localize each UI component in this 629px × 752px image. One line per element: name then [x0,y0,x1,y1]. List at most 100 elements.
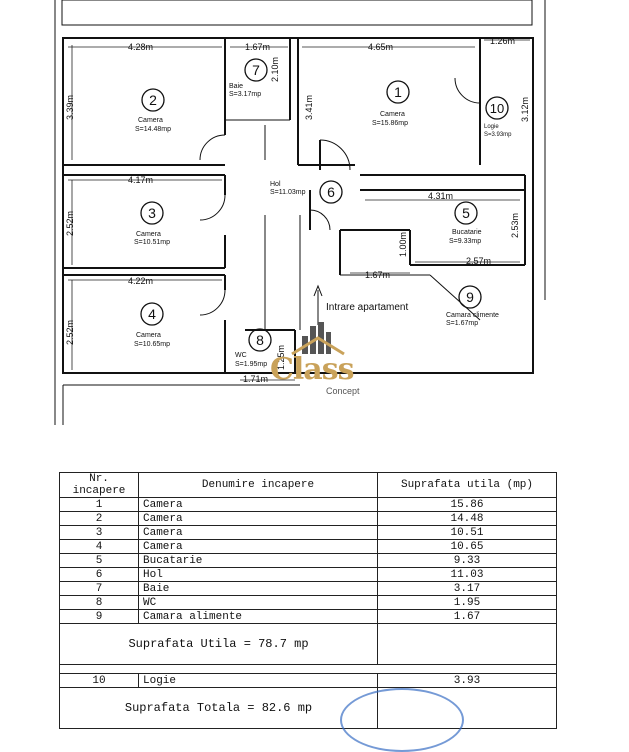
svg-text:4.22m: 4.22m [128,276,153,286]
cell-name: Baie [138,581,378,596]
svg-text:2: 2 [149,92,157,108]
grand-total: Suprafata Totala = 82.6 mp [59,687,378,729]
cell-nr: 2 [59,511,139,526]
svg-text:Camera: Camera [136,231,161,238]
svg-text:S=10.65mp: S=10.65mp [134,341,170,348]
svg-text:10: 10 [490,101,504,116]
svg-text:1.00m: 1.00m [398,232,408,257]
cell-area: 1.67 [377,609,557,624]
svg-text:1.26m: 1.26m [490,36,515,46]
cell-name: Camera [138,511,378,526]
cell-area: 3.93 [377,673,557,688]
header-area: Suprafata utila (mp) [377,472,557,498]
cell-area: 10.51 [377,525,557,540]
svg-text:2.53m: 2.53m [510,213,520,238]
cell-nr: 9 [59,609,139,624]
cell-name: Camara alimente [138,609,378,624]
room-4: 4 Camera S=10.65mp [134,302,170,348]
cell-area: 14.48 [377,511,557,526]
entrance-label: Intrare apartament [326,302,408,313]
svg-text:Camera: Camera [136,332,161,339]
svg-text:S=1.95mp: S=1.95mp [235,361,267,368]
svg-text:2.57m: 2.57m [466,256,491,266]
room-8: 8 WC S=1.95mp [235,328,272,368]
room-1: 1 Camera S=15.86mp [372,80,410,127]
svg-text:3.41m: 3.41m [304,95,314,120]
building-icon [291,322,345,356]
room-2: 2 Camera S=14.48mp [135,88,171,133]
floor-plan: 1 Camera S=15.86mp 2 Camera S=14.48mp 3 … [54,0,546,425]
svg-text:4.17m: 4.17m [128,175,153,185]
room-7: 7 Baie S=3.17mp [229,58,268,98]
svg-text:Logie: Logie [484,124,499,130]
cell-area: 9.33 [377,553,557,568]
svg-text:1.25m: 1.25m [276,345,286,370]
svg-text:4.28m: 4.28m [128,42,153,52]
room-3: 3 Camera S=10.51mp [134,201,170,246]
useful-total-row: Suprafata Utila = 78.7 mp [59,623,557,665]
svg-text:Camara climente: Camara climente [446,312,499,319]
svg-text:S=1.67mp: S=1.67mp [446,320,478,327]
svg-text:8: 8 [256,332,264,348]
cell-area: 15.86 [377,497,557,512]
svg-text:Hol: Hol [270,181,281,188]
svg-text:2.52m: 2.52m [65,211,75,236]
grand-total-row: Suprafata Totala = 82.6 mp [59,687,557,729]
room-9: 9 Camara climente S=1.67mp [446,285,499,327]
cell-nr: 4 [59,539,139,554]
svg-text:1.67m: 1.67m [245,42,270,52]
cell-name: Hol [138,567,378,582]
certification-stamp [340,688,464,752]
cell-name: Camera [138,539,378,554]
svg-text:Baie: Baie [229,83,243,90]
svg-text:S=3.17mp: S=3.17mp [229,91,261,98]
room-5: 5 Bucatarie S=9.33mp [449,201,482,245]
svg-text:S=9.33mp: S=9.33mp [449,238,481,245]
cell-nr: 7 [59,581,139,596]
cell-area: 3.17 [377,581,557,596]
class-concept-logo: Class Concept [268,322,368,397]
cell-name: Logie [138,673,378,688]
table-gap [59,664,557,674]
room-6: 6 Hol S=11.03mp [270,180,343,204]
svg-text:1: 1 [394,84,402,100]
svg-text:S=3.93mp: S=3.93mp [484,132,512,138]
svg-text:4.31m: 4.31m [428,191,453,201]
svg-text:4: 4 [148,306,156,322]
svg-text:5: 5 [462,205,470,221]
svg-text:S=15.86mp: S=15.86mp [372,120,408,127]
svg-text:S=11.03mp: S=11.03mp [270,189,306,196]
cell-nr: 6 [59,567,139,582]
header-name: Denumire incapere [138,472,378,498]
useful-total-blank [377,623,557,665]
logo-word: Class [270,352,354,387]
cell-area: 11.03 [377,567,557,582]
svg-text:1.67m: 1.67m [365,270,390,280]
cell-name: Camera [138,497,378,512]
useful-total: Suprafata Utila = 78.7 mp [59,623,378,665]
svg-text:Camera: Camera [138,117,163,124]
gap-cell [59,664,557,674]
svg-text:2.10m: 2.10m [270,57,280,82]
header-nr: Nr. incapere [59,472,139,498]
cell-name: Bucatarie [138,553,378,568]
cell-nr: 3 [59,525,139,540]
cell-area: 10.65 [377,539,557,554]
svg-text:7: 7 [252,62,260,78]
svg-text:3.12m: 3.12m [520,97,530,122]
svg-text:3.39m: 3.39m [65,95,75,120]
svg-text:2.52m: 2.52m [65,320,75,345]
svg-text:3: 3 [148,205,156,221]
cell-nr: 8 [59,595,139,610]
svg-text:Camera: Camera [380,111,405,118]
cell-area: 1.95 [377,595,557,610]
svg-text:S=10.51mp: S=10.51mp [134,239,170,246]
